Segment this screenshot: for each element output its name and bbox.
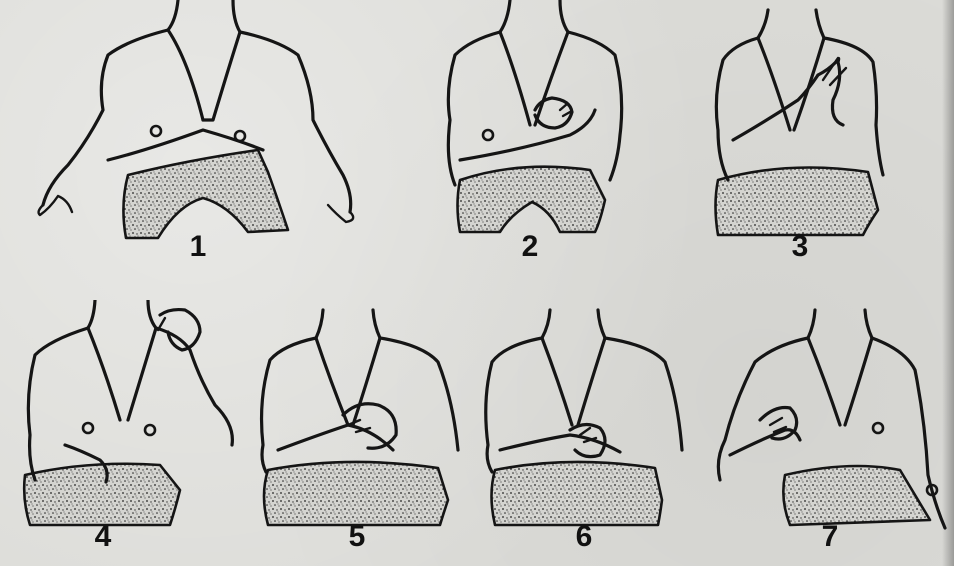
- figure-label: 7: [810, 522, 850, 552]
- seated-torso-hands-clasped-icon: [248, 300, 468, 530]
- seated-torso-hand-on-chest-icon: [420, 0, 640, 245]
- figure-label: 1: [178, 232, 218, 262]
- seated-torso-hands-on-knees-icon: [28, 0, 368, 245]
- seated-torso-hand-at-chest-icon: [700, 300, 950, 530]
- figure-2: 2: [420, 0, 640, 245]
- figure-4: 4: [10, 300, 250, 530]
- figure-label: 2: [510, 232, 550, 262]
- figure-3: 3: [698, 0, 918, 245]
- seated-torso-hand-to-shoulder-icon: [10, 300, 250, 530]
- page-edge-shadow: [942, 0, 954, 566]
- figure-7: 7: [700, 300, 950, 530]
- figure-6: 6: [470, 300, 690, 530]
- seated-torso-hands-raised-icon: [698, 0, 918, 245]
- seated-torso-hands-together-icon: [470, 300, 690, 530]
- figure-5: 5: [248, 300, 468, 530]
- figure-label: 6: [564, 522, 604, 552]
- figure-label: 4: [83, 522, 123, 552]
- figure-label: 5: [337, 522, 377, 552]
- figure-label: 3: [780, 232, 820, 262]
- figure-1: 1: [28, 0, 368, 245]
